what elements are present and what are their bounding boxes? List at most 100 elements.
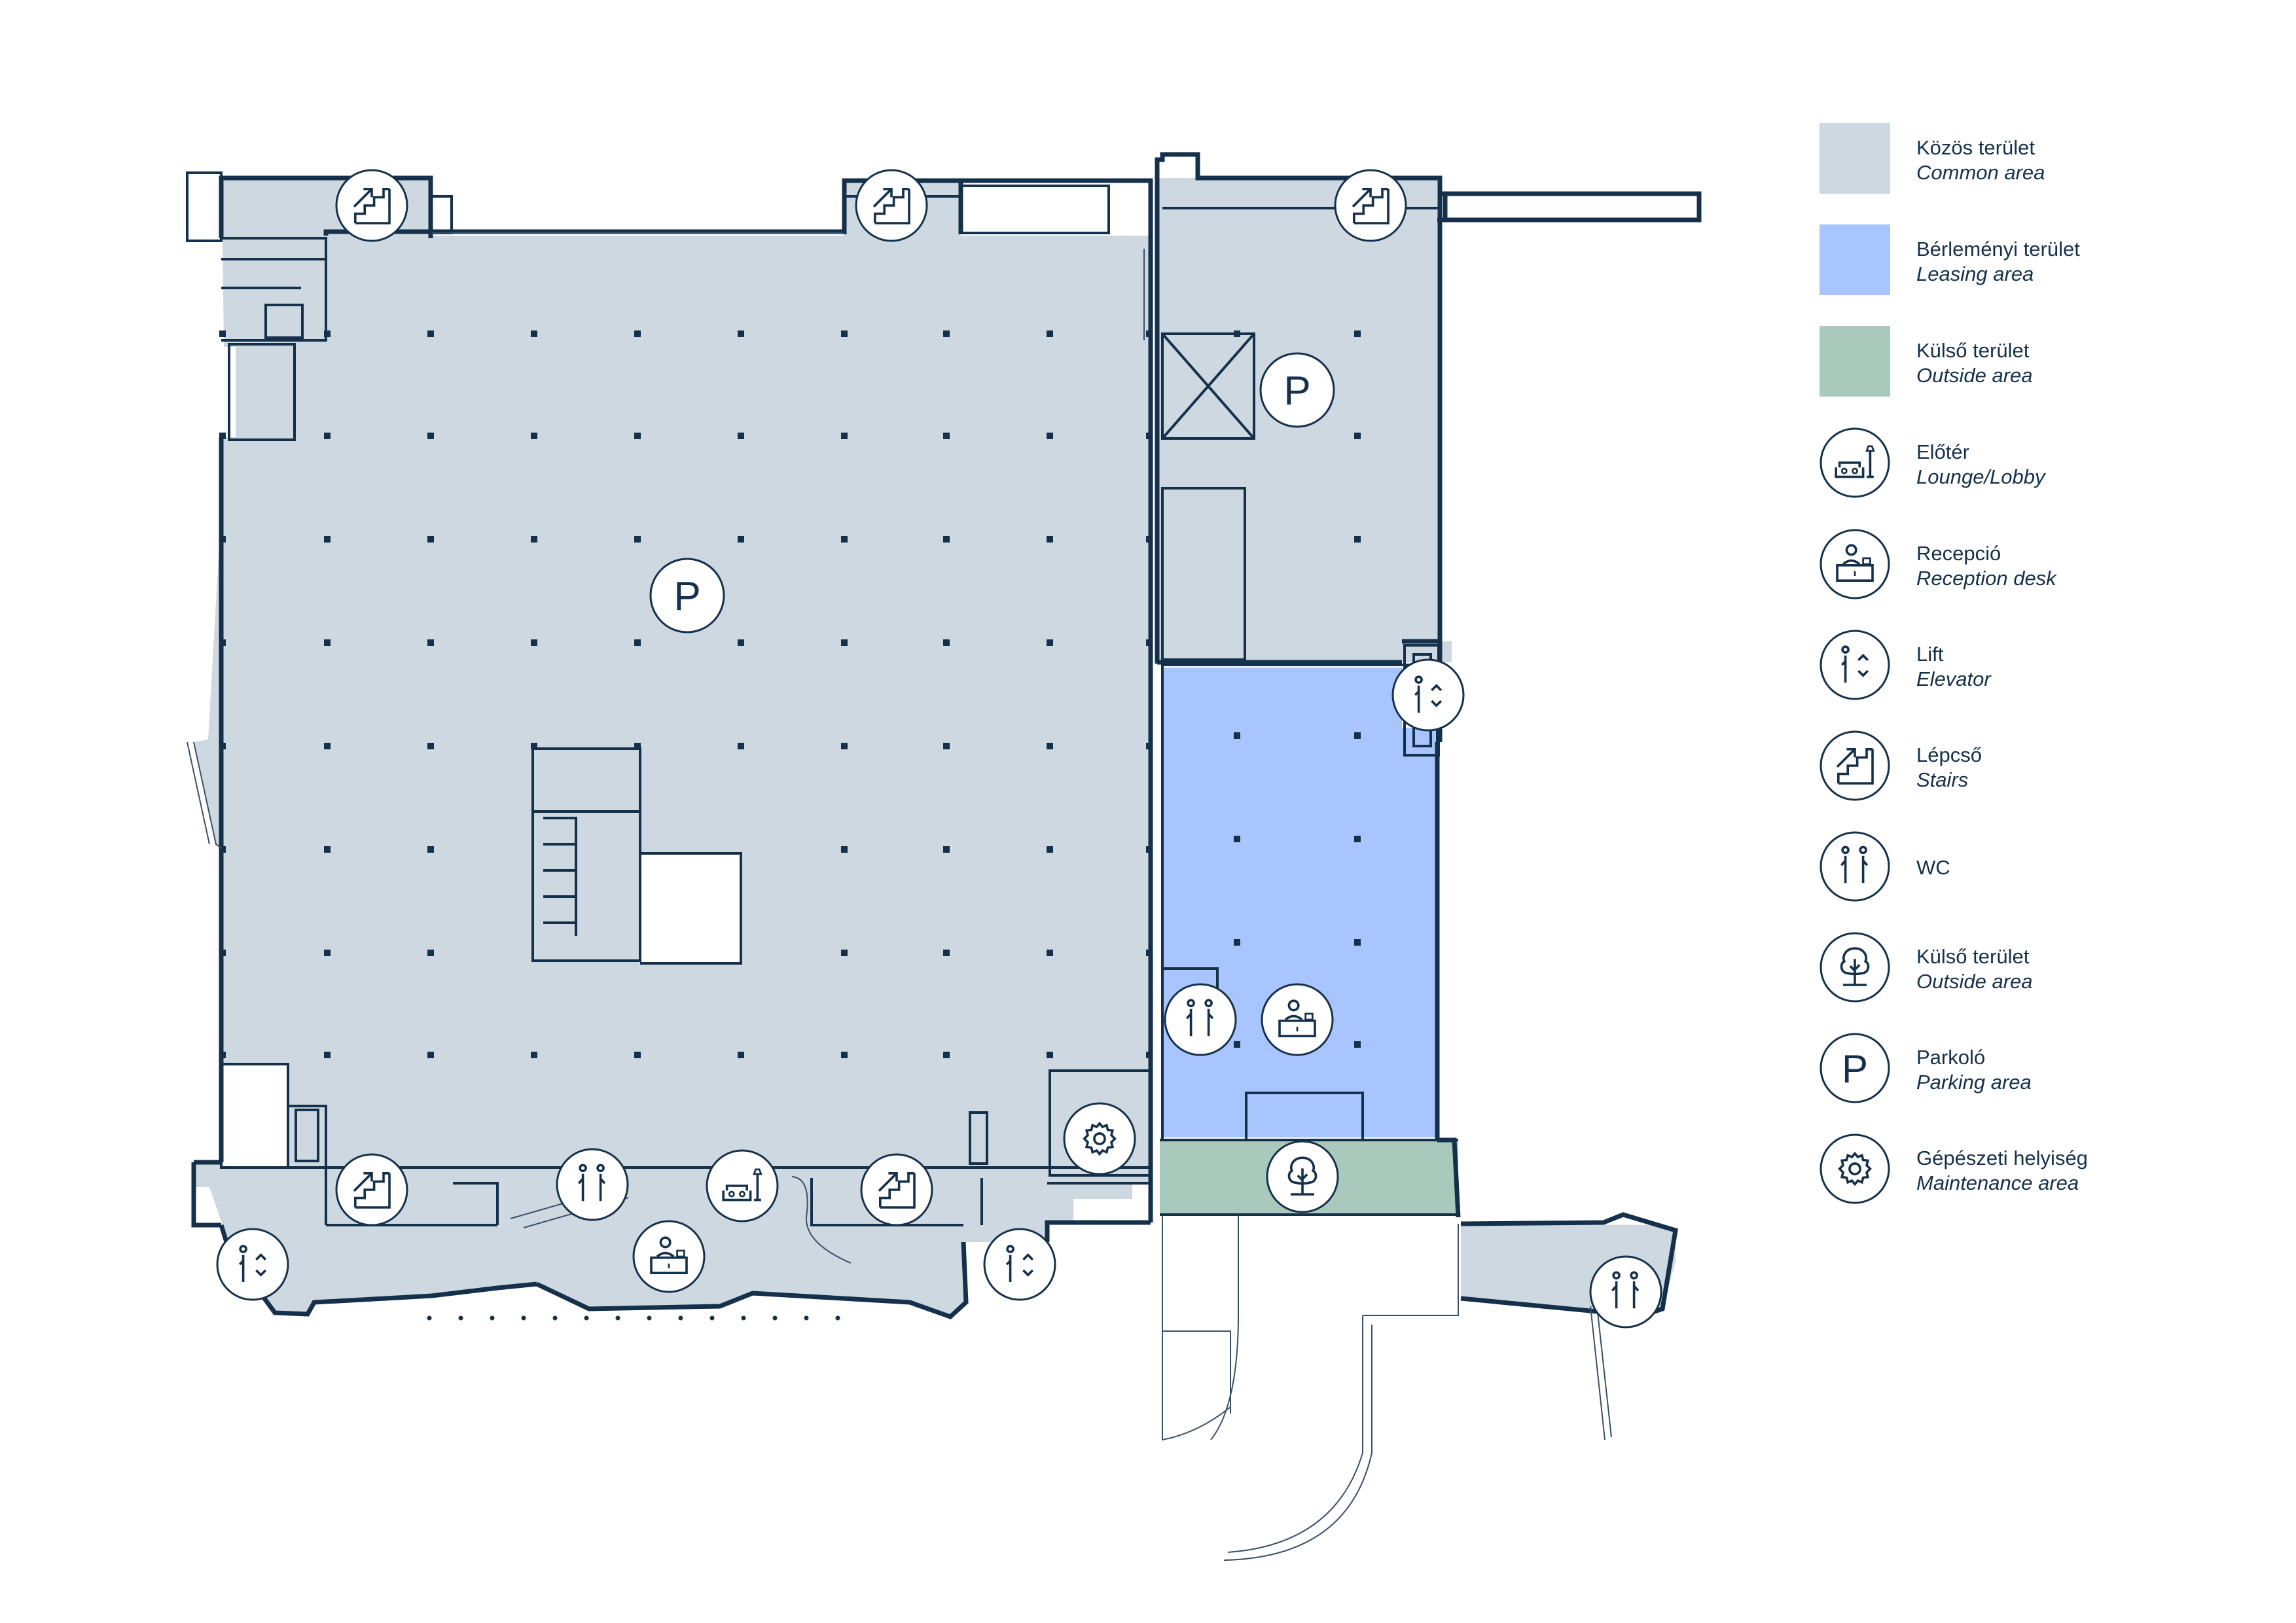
column-dot <box>1047 950 1053 956</box>
tree-icon <box>1820 932 1890 1003</box>
facade-dot <box>458 1315 463 1321</box>
leasing-area-fill <box>1164 668 1437 1137</box>
column-dot <box>841 639 848 646</box>
column-dot <box>841 330 848 337</box>
column-dot <box>219 433 226 439</box>
column-dot <box>427 330 434 337</box>
column-dot <box>531 536 537 543</box>
common-area-swatch <box>1820 123 1890 194</box>
facade-dot <box>584 1315 589 1321</box>
column-dot <box>738 536 744 543</box>
column-dot <box>531 330 537 337</box>
legend-label-hu: Külső terület <box>1916 339 2030 362</box>
column-dot <box>324 433 331 439</box>
column-dot <box>1354 732 1361 739</box>
column-dot <box>324 846 331 853</box>
column-dot <box>1234 836 1240 842</box>
column-dot <box>1354 1041 1361 1048</box>
facade-dot <box>678 1315 683 1321</box>
column-dot <box>943 1052 950 1058</box>
column-dot <box>738 639 744 646</box>
column-dot <box>841 536 848 543</box>
column-dot <box>1354 939 1361 946</box>
tree-icon <box>1266 1140 1339 1213</box>
legend-label-en: Lounge/Lobby <box>1916 465 2045 488</box>
legend-label-hu: Külső terület <box>1916 945 2030 968</box>
facade-dot <box>615 1315 620 1321</box>
column-dot <box>1354 536 1361 543</box>
facade-dot <box>521 1315 526 1321</box>
column-dot <box>427 1052 434 1058</box>
parking-icon: P <box>1259 352 1335 428</box>
stairs-icon <box>335 1153 408 1226</box>
column-dot <box>1047 330 1053 337</box>
legend-label: WC <box>1916 856 1950 879</box>
column-dot <box>427 536 434 543</box>
legend-item-lobby: Előtér Lounge/Lobby <box>1820 427 2186 499</box>
facade-dot <box>772 1315 778 1321</box>
column-dot <box>1047 639 1053 646</box>
parking-icon: P <box>649 558 725 633</box>
legend-label-en: Stairs <box>1916 768 1969 791</box>
column-dot <box>841 846 848 853</box>
sofa-lamp-icon <box>1820 427 1890 498</box>
column-dot <box>943 639 950 646</box>
column-dot <box>1047 846 1053 853</box>
legend-item-leasing: Bérleményi terület Leasing area <box>1820 224 2186 296</box>
parking-symbol: P <box>673 574 700 619</box>
column-dot <box>1047 743 1053 749</box>
stairs-icon <box>855 169 928 242</box>
gear-icon <box>1820 1133 1890 1204</box>
legend-label-hu: Közös terület <box>1916 136 2035 159</box>
legend-item-outside: Külső terület Outside area <box>1820 326 2186 398</box>
stairs-icon <box>860 1153 933 1226</box>
column-dot <box>943 846 950 853</box>
reception-desk-icon <box>632 1220 706 1293</box>
wc-icon <box>1164 983 1237 1056</box>
legend-item-tree: Külső terület Outside area <box>1820 932 2186 1004</box>
legend-label-en: Maintenance area <box>1916 1171 2079 1194</box>
column-dot <box>427 433 434 439</box>
legend-item-wc: WC <box>1820 831 2186 903</box>
column-dot <box>531 639 537 646</box>
column-dot <box>634 639 641 646</box>
wc-icon <box>1589 1255 1662 1329</box>
stairs-icon <box>335 169 408 242</box>
column-dot <box>531 1052 537 1058</box>
column-dot <box>738 743 744 749</box>
legend-label-en: Elevator <box>1916 668 1991 690</box>
column-dot <box>943 536 950 543</box>
column-dot <box>634 1052 641 1058</box>
column-dot <box>841 433 848 439</box>
column-dot <box>943 950 950 956</box>
facade-dot <box>552 1315 558 1321</box>
column-dot <box>1047 1052 1053 1058</box>
facade-dot <box>741 1315 746 1321</box>
column-dot <box>738 330 744 337</box>
gear-icon <box>1063 1102 1136 1175</box>
column-dot <box>427 846 434 853</box>
legend-item-maintenance: Gépészeti helyiség Maintenance area <box>1820 1133 2186 1205</box>
column-dot <box>1234 1041 1240 1048</box>
facade-dot <box>804 1315 809 1321</box>
parking-symbol: P <box>1283 368 1310 414</box>
legend-label-hu: Bérleményi terület <box>1916 238 2080 260</box>
legend-item-lift: Lift Elevator <box>1820 630 2186 702</box>
column-dot <box>531 433 537 439</box>
legend-item-common: Közös terület Common area <box>1820 123 2186 195</box>
elevator-icon <box>983 1228 1056 1301</box>
column-dot <box>841 743 848 749</box>
parking-symbol: P <box>1842 1047 1868 1091</box>
plan-icons: P P <box>216 169 1662 1329</box>
column-dot <box>634 536 641 543</box>
legend-label-en: Common area <box>1916 161 2045 184</box>
column-dot <box>324 950 331 956</box>
legend-label-hu: Lépcső <box>1916 743 1982 766</box>
reception-desk-icon <box>1261 983 1334 1056</box>
column-dot <box>324 639 331 646</box>
column-dot <box>738 1052 744 1058</box>
elevator-icon <box>216 1228 289 1301</box>
column-dot <box>531 743 537 749</box>
elevator-icon <box>1820 630 1890 700</box>
